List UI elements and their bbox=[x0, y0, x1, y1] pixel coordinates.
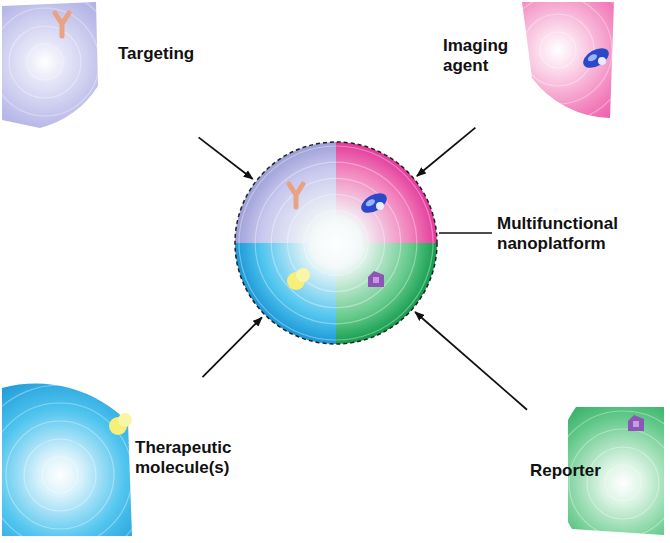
component-node: Imaging agent bbox=[440, 0, 668, 125]
component-wedge bbox=[518, 0, 618, 122]
nanoplatform-illustration bbox=[234, 141, 438, 345]
arrow-connector bbox=[415, 312, 527, 410]
component-wedge bbox=[0, 0, 100, 132]
node-label: Reporter bbox=[530, 461, 610, 481]
leader-line bbox=[439, 232, 492, 234]
nanoplatform-circle: Multifunctional nanoplatform bbox=[234, 141, 438, 345]
component-node: Reporter bbox=[530, 405, 668, 540]
component-wedge bbox=[0, 380, 134, 538]
arrow-connector bbox=[199, 137, 253, 179]
node-label: Targeting bbox=[118, 44, 213, 64]
arrow-connector bbox=[417, 128, 476, 176]
node-label: Multifunctional nanoplatform bbox=[497, 214, 637, 255]
node-label: Therapeutic molecule(s) bbox=[135, 438, 237, 479]
component-node: Therapeutic molecule(s) bbox=[0, 380, 240, 540]
node-label: Imaging agent bbox=[443, 36, 518, 77]
component-node: Targeting bbox=[0, 0, 215, 135]
arrow-connector bbox=[203, 317, 262, 377]
